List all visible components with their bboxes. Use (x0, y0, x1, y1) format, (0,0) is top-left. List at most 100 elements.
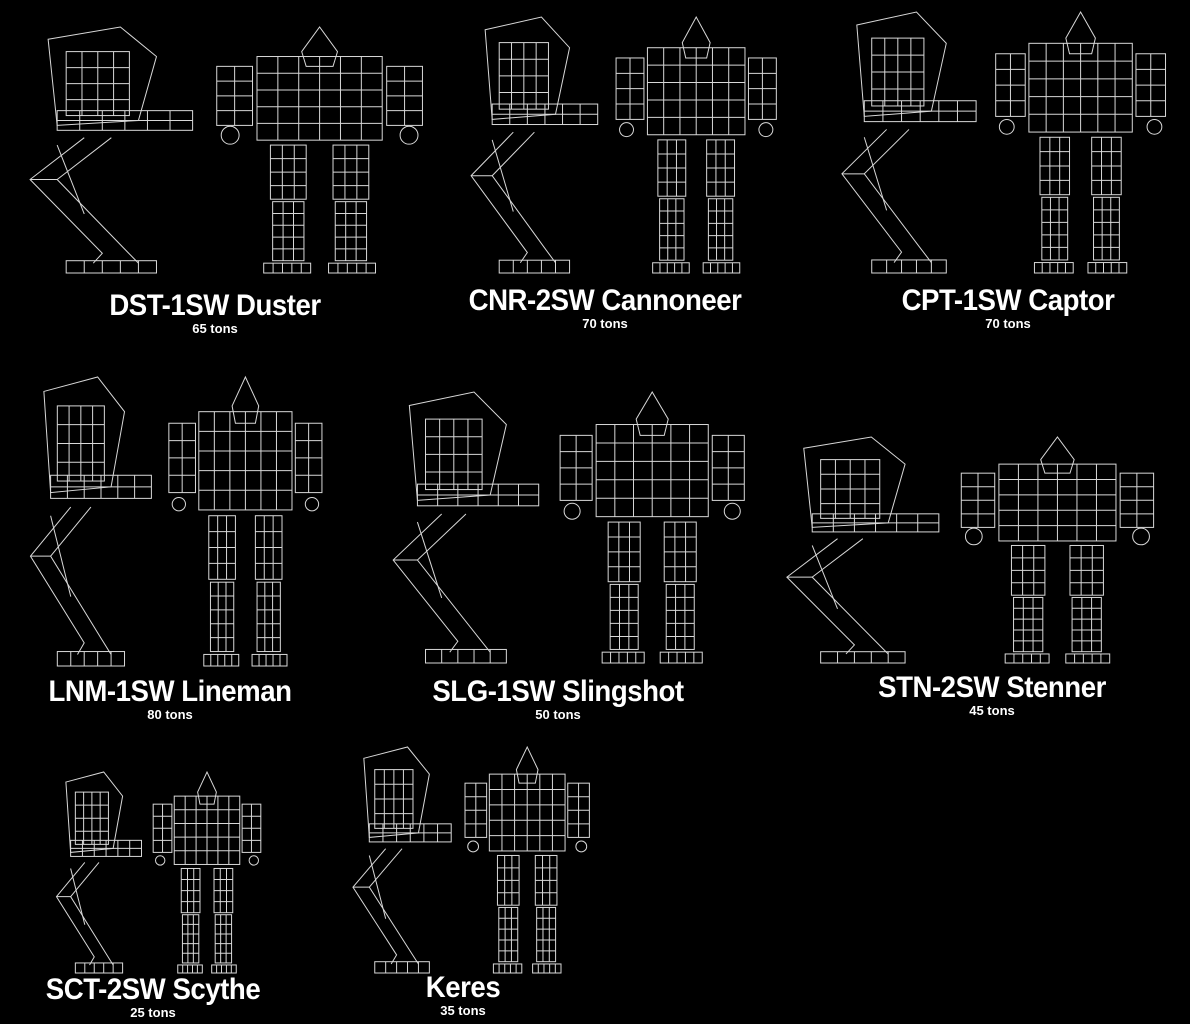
leg-outline (470, 131, 528, 264)
left-hand (998, 118, 1015, 135)
leg-outline (416, 513, 491, 653)
side-foot (498, 259, 571, 274)
left-hand (155, 855, 166, 866)
leg-outline (49, 506, 112, 655)
right-hand (723, 502, 741, 520)
side-foot (74, 962, 124, 974)
mech-tonnage: 70 tons (582, 316, 628, 331)
mech-wireframe (29, 375, 323, 667)
side-view (352, 746, 452, 974)
mech-wireframe (392, 391, 745, 664)
front-view (615, 15, 777, 274)
side-view (786, 436, 940, 664)
front-view (995, 10, 1167, 274)
mech-wireframe (352, 745, 590, 974)
right-shin (1071, 596, 1102, 653)
left-shin (1013, 596, 1044, 653)
left-foot (652, 262, 690, 274)
head (1040, 436, 1075, 474)
torso (488, 773, 566, 852)
mech-name: LNM-1SW Lineman (48, 675, 292, 708)
side-torso (856, 11, 947, 117)
left-shin (659, 198, 685, 261)
mech-tonnage: 25 tons (130, 1005, 176, 1020)
front-view (152, 770, 262, 974)
left-foot (492, 963, 523, 974)
right-shin (334, 201, 368, 262)
right-foot (659, 651, 703, 664)
front-view (960, 436, 1155, 664)
mech-name: STN-2SW Stenner (878, 671, 1106, 704)
side-view (392, 391, 540, 664)
right-hand (758, 122, 774, 138)
leg-wire (368, 855, 387, 919)
left-foot (263, 262, 312, 274)
leg-outline (368, 848, 419, 965)
head (635, 391, 669, 436)
right-hand (304, 497, 320, 512)
side-foot (65, 260, 157, 274)
side-torso (408, 391, 507, 501)
left-shin (609, 583, 639, 650)
right-shin (256, 581, 281, 653)
mech-name: CPT-1SW Captor (901, 284, 1115, 317)
side-torso (43, 376, 126, 494)
mech-tonnage: 50 tons (535, 707, 581, 722)
leg-outline (841, 129, 903, 263)
leg-outline (56, 137, 139, 264)
left-shin (498, 906, 519, 963)
left-shin (209, 581, 235, 653)
side-view (55, 771, 142, 974)
left-shin (181, 914, 200, 964)
leg-outline (29, 506, 85, 655)
leg-wire (491, 139, 514, 212)
right-foot (328, 262, 377, 274)
right-hand (248, 855, 259, 866)
leg-outline (55, 862, 95, 966)
right-foot (532, 963, 562, 974)
left-hand (171, 497, 186, 512)
side-foot (56, 651, 126, 667)
head (681, 15, 711, 59)
left-foot (203, 653, 240, 667)
torso (173, 795, 241, 865)
leg-outline (491, 131, 556, 264)
left-foot (1033, 262, 1074, 274)
left-hand (220, 125, 240, 145)
leg-outline (811, 538, 889, 655)
side-view (29, 376, 152, 667)
right-hand (1132, 527, 1150, 546)
right-hand (399, 125, 419, 145)
front-view (559, 391, 745, 664)
side-torso (803, 436, 906, 528)
side-foot (425, 648, 507, 664)
side-foot (820, 651, 906, 664)
leg-outline (786, 538, 856, 655)
right-hand (575, 840, 588, 853)
left-shin (1041, 196, 1069, 261)
side-view (470, 16, 599, 274)
left-hand (619, 122, 634, 138)
left-hand (467, 840, 480, 853)
leg-outline (29, 137, 103, 264)
side-torso (65, 771, 124, 853)
head (301, 26, 339, 67)
leg-wire (416, 521, 443, 599)
right-shin (665, 583, 695, 650)
mech-name: DST-1SW Duster (109, 289, 321, 322)
right-shin (214, 914, 233, 964)
mech-tonnage: 45 tons (969, 703, 1015, 718)
right-foot (251, 653, 288, 667)
leg-outline (352, 848, 398, 965)
mech-wireframe (470, 15, 777, 274)
right-shin (707, 198, 734, 261)
head (515, 745, 539, 784)
leg-wire (56, 144, 85, 215)
